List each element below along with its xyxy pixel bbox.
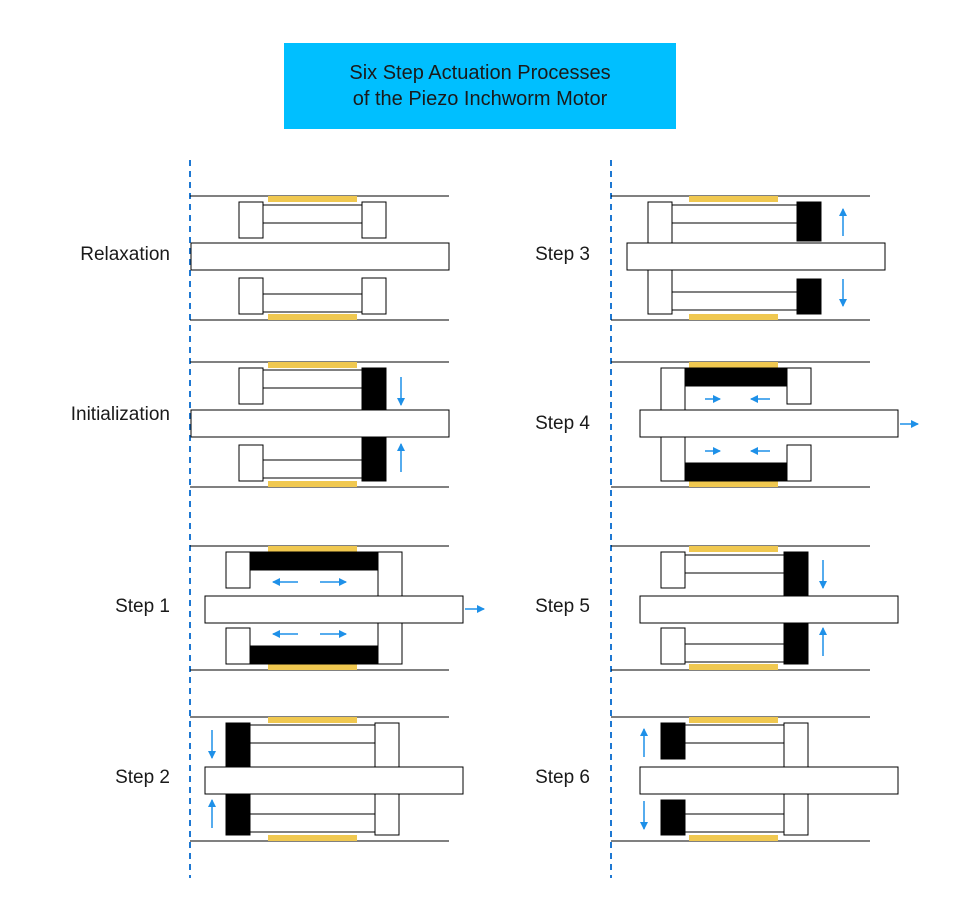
upper-right-clamp: [361, 201, 387, 239]
label-step6: Step 6: [535, 767, 590, 788]
panel-step5: [611, 545, 899, 671]
panel-step3: [611, 195, 886, 321]
lower-right-clamp: [361, 277, 387, 315]
lower-extender: [262, 459, 363, 479]
lower-right-clamp-active: [796, 278, 822, 315]
lower-extender: [684, 643, 785, 663]
upper-extender: [684, 554, 785, 574]
piezo-pad-top: [689, 717, 778, 723]
upper-extender-active: [249, 551, 379, 571]
label-step5: Step 5: [535, 596, 590, 617]
label-step2: Step 2: [115, 767, 170, 788]
title-box: Six Step Actuation Processes of the Piez…: [284, 43, 676, 129]
piezo-pad-bottom: [689, 314, 778, 320]
piezo-pad-top: [268, 362, 357, 368]
lower-left-clamp: [238, 277, 264, 315]
lower-right-clamp-active: [361, 436, 387, 482]
piezo-pad-bottom: [268, 664, 357, 670]
label-relaxation: Relaxation: [80, 244, 170, 265]
piezo-pad-top: [689, 546, 778, 552]
upper-right-clamp: [786, 367, 812, 405]
upper-extender-active: [684, 367, 788, 387]
upper-right-clamp-active: [783, 551, 809, 597]
piezo-pad-bottom: [689, 835, 778, 841]
upper-extender: [262, 369, 363, 389]
label-step4: Step 4: [535, 413, 590, 434]
lower-left-clamp: [238, 444, 264, 482]
piezo-pad-top: [689, 196, 778, 202]
lower-extender: [671, 291, 798, 311]
lower-extender-active: [684, 462, 788, 482]
upper-left-clamp: [660, 551, 686, 589]
lower-left-clamp: [225, 627, 251, 665]
panel-step1: [190, 545, 485, 671]
shaft: [639, 766, 899, 795]
upper-left-clamp-active: [660, 722, 686, 760]
panel-step4: [611, 361, 919, 488]
lower-left-clamp-active: [225, 793, 251, 836]
upper-extender: [684, 724, 785, 744]
lower-extender: [249, 813, 376, 833]
panel-relaxation: [190, 195, 450, 321]
label-initialization: Initialization: [71, 404, 170, 425]
lower-left-clamp-active: [660, 799, 686, 836]
lower-right-clamp-active: [783, 622, 809, 665]
upper-left-clamp: [238, 201, 264, 239]
upper-left-clamp: [225, 551, 251, 589]
piezo-pad-bottom: [689, 664, 778, 670]
lower-extender-active: [249, 645, 379, 665]
upper-extender: [671, 204, 798, 224]
piezo-pad-bottom: [268, 314, 357, 320]
title-line-1: Six Step Actuation Processes: [349, 62, 611, 84]
upper-left-clamp: [238, 367, 264, 405]
shaft: [190, 409, 450, 438]
title-line-2: of the Piezo Inchworm Motor: [352, 88, 608, 110]
piezo-pad-top: [268, 196, 357, 202]
panel-initialization: [190, 361, 450, 488]
shaft: [204, 595, 464, 624]
piezo-pad-bottom: [268, 481, 357, 487]
lower-extender: [262, 293, 363, 313]
piezo-pad-top: [268, 546, 357, 552]
lower-left-clamp: [660, 627, 686, 665]
piezo-pad-top: [689, 362, 778, 368]
panel-step6: [611, 716, 899, 842]
upper-right-clamp-active: [361, 367, 387, 411]
piezo-pad-bottom: [268, 835, 357, 841]
label-step3: Step 3: [535, 244, 590, 265]
piezo-pad-bottom: [689, 481, 778, 487]
panel-step2: [190, 716, 464, 842]
upper-extender: [262, 204, 363, 224]
lower-extender: [684, 813, 785, 833]
piezo-pad-top: [268, 717, 357, 723]
shaft: [204, 766, 464, 795]
upper-left-clamp-active: [225, 722, 251, 768]
shaft: [639, 595, 899, 624]
shaft: [639, 409, 899, 438]
upper-extender: [249, 724, 376, 744]
shaft: [190, 242, 450, 271]
shaft: [626, 242, 886, 271]
upper-right-clamp-active: [796, 201, 822, 242]
lower-right-clamp: [786, 444, 812, 482]
label-step1: Step 1: [115, 596, 170, 617]
